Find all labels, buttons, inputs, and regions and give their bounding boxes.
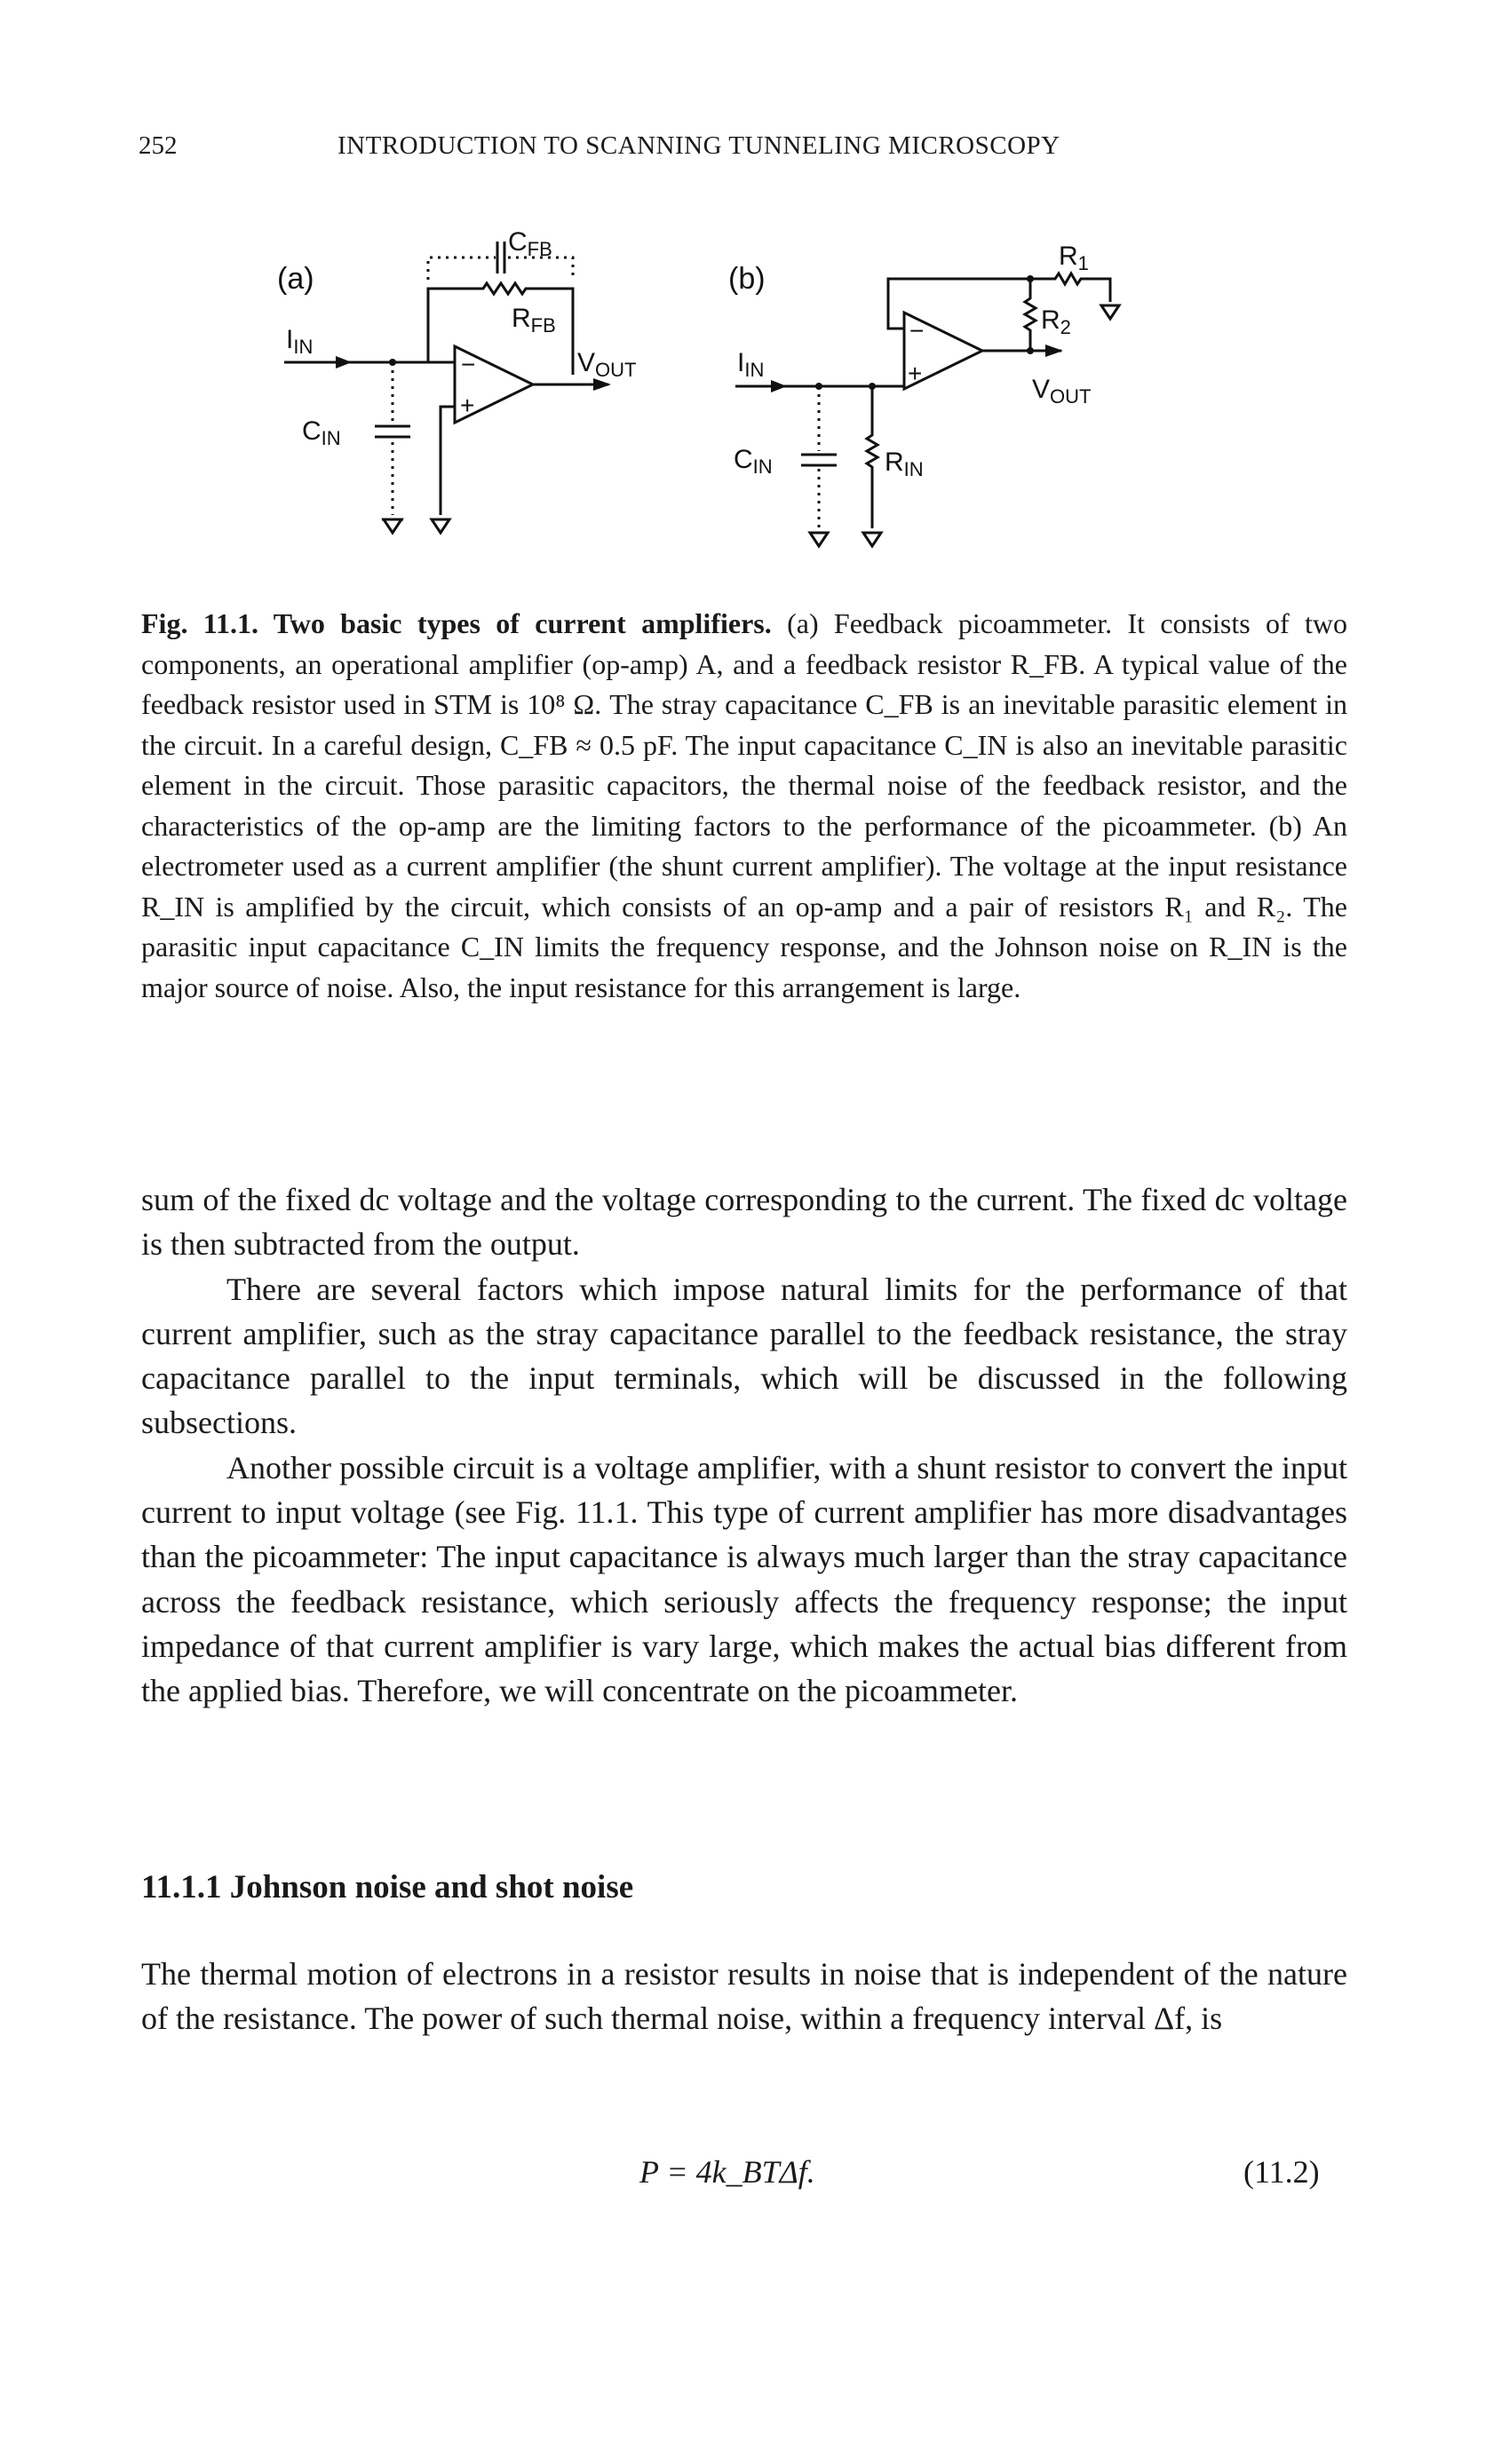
r1-wire [886, 271, 1112, 330]
rfb-wire [426, 281, 575, 375]
panel-a-label: (a) [277, 262, 314, 296]
ground-a-1-icon [381, 518, 404, 535]
op-amp-b [902, 310, 986, 392]
cin-label-a: CIN [302, 416, 341, 449]
vout-label-b: VOUT [1032, 375, 1091, 408]
ground-a-2-icon [429, 518, 452, 535]
cfb-dashed-wire [426, 256, 575, 280]
op-amp-a-plus: + [460, 392, 474, 419]
op-amp-a-minus: − [461, 351, 475, 378]
rin-label: RIN [885, 448, 924, 480]
vout-label-a: VOUT [577, 348, 636, 381]
panel-b-label: (b) [728, 262, 766, 296]
paragraph-1: sum of the fixed dc voltage and the volt… [141, 1182, 1347, 1263]
circuit-panel-b: (b) R1 − + R2 VOUT IIN CIN RIN [728, 242, 1122, 549]
page-number: 252 [139, 131, 178, 160]
iin-label-a: IIN [286, 325, 313, 358]
figure-caption: Fig. 11.1. Two basic types of current am… [141, 604, 1347, 1008]
paragraph-2: There are several factors which impose n… [141, 1271, 1347, 1441]
op-amp-b-plus: + [908, 360, 922, 387]
ground-b-rin-icon [861, 531, 884, 549]
node-b-top [1027, 275, 1034, 282]
vout-arrow-a [593, 378, 611, 391]
page-header: 252 INTRODUCTION TO SCANNING TUNNELING M… [139, 131, 1346, 167]
op-amp-b-minus: − [909, 317, 924, 345]
r2-label: R2 [1041, 305, 1071, 338]
vout-arrow-b [1045, 345, 1063, 357]
running-title: INTRODUCTION TO SCANNING TUNNELING MICRO… [338, 131, 1060, 160]
paragraph-3: Another possible circuit is a voltage am… [141, 1449, 1347, 1709]
rfb-label: RFB [512, 304, 556, 337]
iin-arrow-b [771, 380, 787, 392]
cfb-label: CFB [508, 227, 552, 260]
iin-label-b: IIN [737, 348, 764, 381]
section-heading: 11.1.1 Johnson noise and shot noise [141, 1869, 634, 1905]
equation: P = 4k_BTΔf. [639, 2154, 815, 2190]
noninv-wire-a [439, 405, 455, 515]
cin-label-b: CIN [734, 445, 773, 478]
figure-caption-text: (a) Feedback picoammeter. It consists of… [141, 607, 1348, 1003]
ground-b-cin-icon [807, 531, 830, 549]
r1-label: R1 [1059, 242, 1089, 274]
circuit-panel-a: (a) CFB RFB − + IIN VOUT CIN [277, 227, 636, 535]
ground-b-r1-icon [1099, 304, 1122, 321]
figure-caption-label: Fig. 11.1. Two basic types of current am… [141, 607, 772, 639]
iin-arrow [336, 356, 352, 368]
r2-wire [1022, 279, 1038, 351]
rin-wire [864, 386, 880, 528]
section-paragraph: The thermal motion of electrons in a res… [141, 1956, 1347, 2037]
body-text: sum of the fixed dc voltage and the volt… [141, 1177, 1347, 1714]
figure-circuits: (a) CFB RFB − + IIN VOUT CIN (b) [277, 227, 1122, 549]
equation-number: (11.2) [1243, 2154, 1320, 2190]
op-amp-a [453, 344, 536, 425]
